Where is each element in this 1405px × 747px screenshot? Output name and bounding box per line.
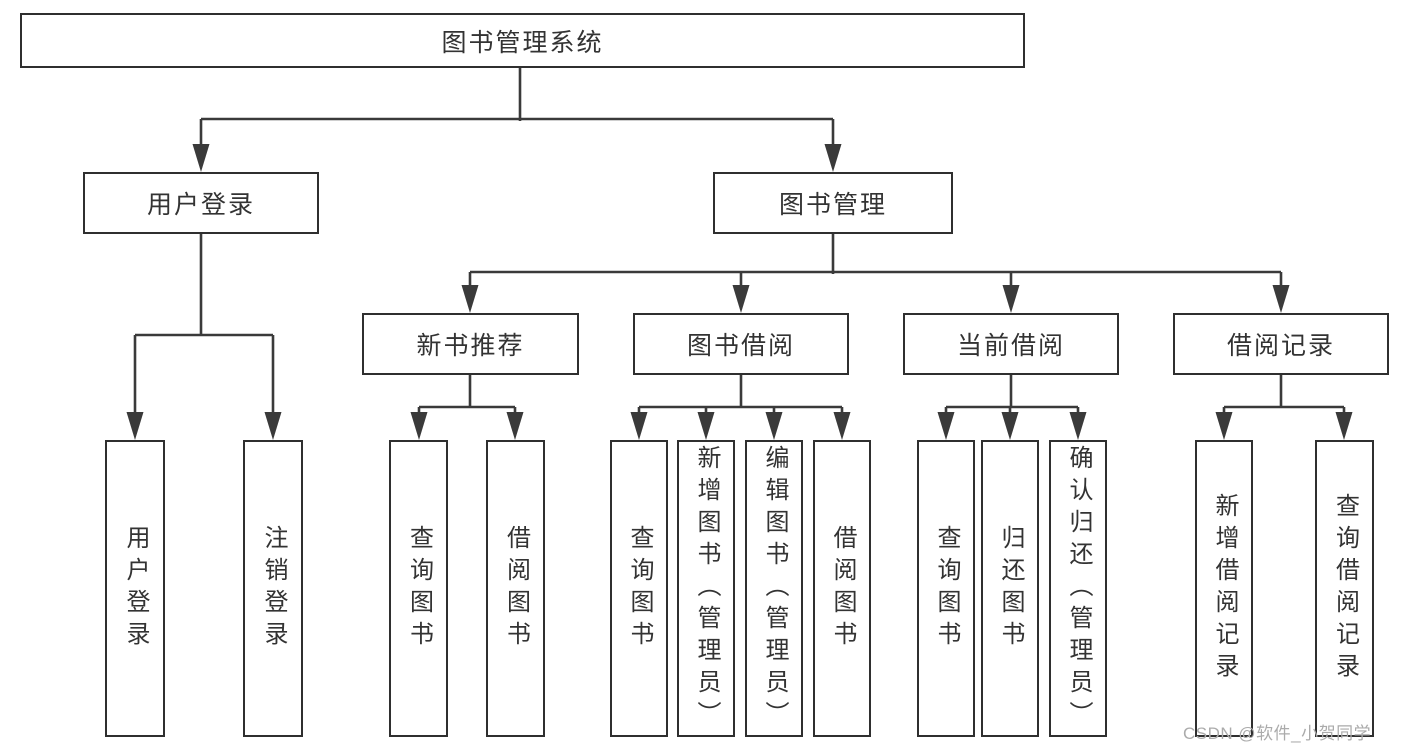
- node-label: 确认归还（管理员）: [1065, 444, 1092, 733]
- node-label: 编辑图书（管理员）: [761, 444, 788, 733]
- node-label: 查询图书: [626, 524, 653, 653]
- node-borrowing-records: 借阅记录: [1173, 313, 1389, 375]
- node-library-management-system: 图书管理系统: [20, 13, 1025, 68]
- node-label: 借阅图书: [502, 524, 530, 653]
- leaf-query-borrowing-record: 查询借阅记录: [1315, 440, 1374, 737]
- leaf-add-borrowing-record: 新增借阅记录: [1195, 440, 1253, 737]
- node-label: 注销登录: [260, 524, 287, 653]
- leaf-borrow-books: 借阅图书: [486, 440, 545, 737]
- node-book-management: 图书管理: [713, 172, 953, 234]
- leaf-query-books: 查询图书: [917, 440, 975, 737]
- node-label: 图书借阅: [686, 332, 795, 360]
- node-label: 新增图书（管理员）: [693, 444, 720, 733]
- node-label: 新书推荐: [416, 332, 525, 360]
- node-label: 图书管理: [778, 191, 887, 219]
- node-label: 借阅记录: [1226, 332, 1335, 360]
- leaf-user-login: 用户登录: [105, 440, 165, 737]
- node-current-borrowing: 当前借阅: [903, 313, 1119, 375]
- node-label: 借阅图书: [829, 524, 856, 653]
- node-label: 查询借阅记录: [1331, 492, 1359, 685]
- leaf-query-books: 查询图书: [610, 440, 668, 737]
- node-new-book-recommendation: 新书推荐: [362, 313, 579, 375]
- leaf-edit-books-admin: 编辑图书（管理员）: [745, 440, 803, 737]
- leaf-borrow-books: 借阅图书: [813, 440, 871, 737]
- leaf-confirm-return-admin: 确认归还（管理员）: [1049, 440, 1107, 737]
- leaf-return-books: 归还图书: [981, 440, 1039, 737]
- node-label: 查询图书: [405, 524, 433, 653]
- leaf-add-books-admin: 新增图书（管理员）: [677, 440, 735, 737]
- node-label: 用户登录: [122, 524, 149, 653]
- node-book-borrowing: 图书借阅: [633, 313, 849, 375]
- node-label: 当前借阅: [956, 332, 1065, 360]
- node-label: 用户登录: [146, 191, 255, 219]
- leaf-logout: 注销登录: [243, 440, 303, 737]
- node-user-login: 用户登录: [83, 172, 319, 234]
- leaf-query-books: 查询图书: [389, 440, 448, 737]
- node-label: 图书管理系统: [441, 28, 604, 57]
- node-label: 查询图书: [933, 524, 960, 653]
- csdn-watermark: CSDN @软件_小贺同学: [1183, 724, 1372, 743]
- node-label: 归还图书: [997, 524, 1024, 653]
- node-label: 新增借阅记录: [1211, 492, 1238, 685]
